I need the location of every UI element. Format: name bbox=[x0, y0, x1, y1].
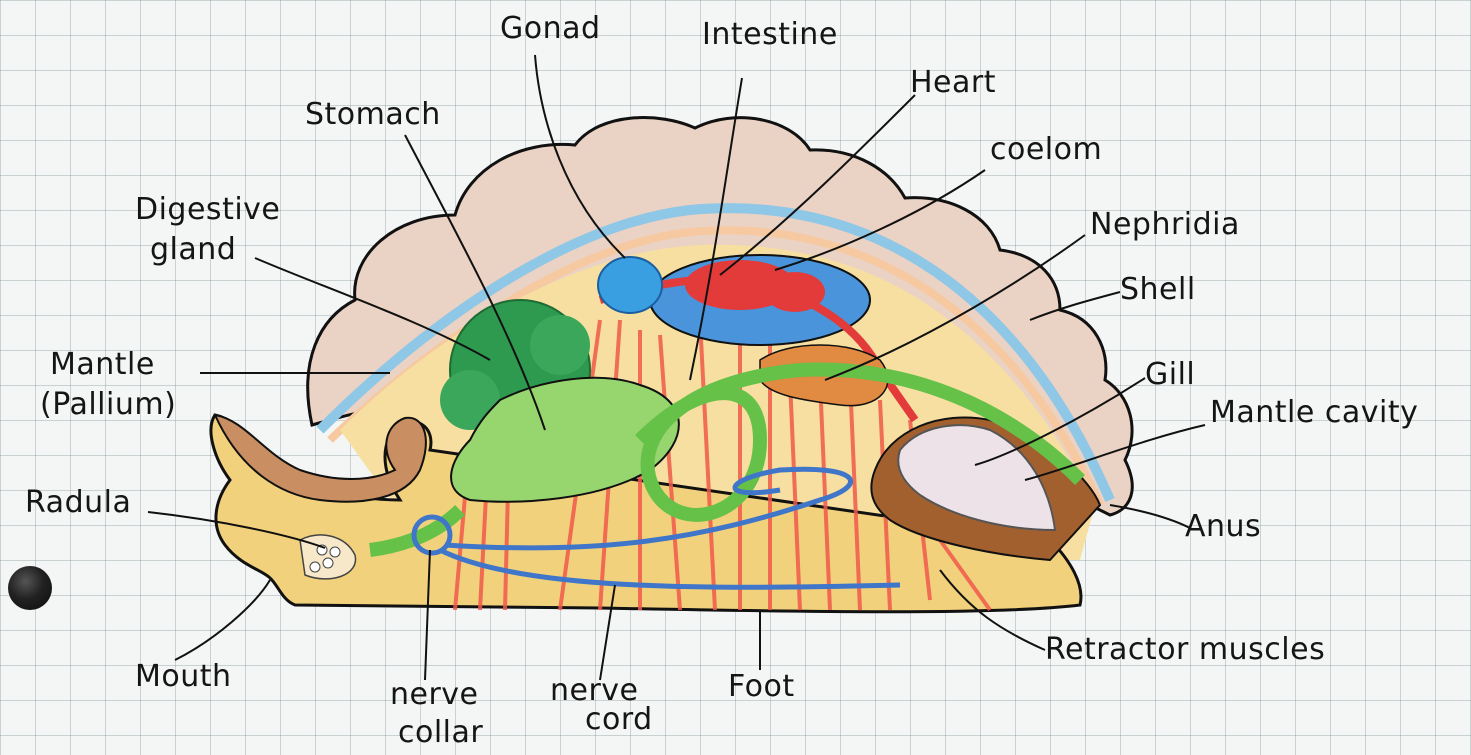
label-foot: Foot bbox=[728, 672, 795, 702]
label-retractor-muscles: Retractor muscles bbox=[1045, 635, 1325, 665]
label-mantle-2: (Pallium) bbox=[40, 390, 176, 420]
label-mantle-cavity: Mantle cavity bbox=[1210, 398, 1418, 428]
label-nerve-cord-2: cord bbox=[585, 705, 653, 735]
label-shell: Shell bbox=[1120, 275, 1196, 305]
label-heart: Heart bbox=[910, 68, 996, 98]
binder-punch-hole bbox=[8, 566, 52, 610]
label-gill: Gill bbox=[1145, 360, 1195, 390]
label-digestive-gland-2: gland bbox=[150, 235, 236, 265]
label-mouth: Mouth bbox=[135, 662, 232, 692]
label-mantle-1: Mantle bbox=[50, 350, 155, 380]
label-nerve-collar-1: nerve bbox=[390, 680, 479, 710]
digestive-gland-lobe bbox=[530, 315, 590, 375]
label-gonad: Gonad bbox=[500, 14, 601, 44]
label-anus: Anus bbox=[1185, 512, 1261, 542]
label-intestine: Intestine bbox=[702, 20, 838, 50]
label-radula: Radula bbox=[25, 488, 131, 518]
label-nerve-collar-2: collar bbox=[398, 718, 483, 748]
label-coelom: coelom bbox=[990, 135, 1102, 165]
label-nephridia: Nephridia bbox=[1090, 210, 1240, 240]
label-stomach: Stomach bbox=[305, 100, 441, 130]
gonad bbox=[598, 257, 662, 313]
label-digestive-gland-1: Digestive bbox=[135, 195, 280, 225]
